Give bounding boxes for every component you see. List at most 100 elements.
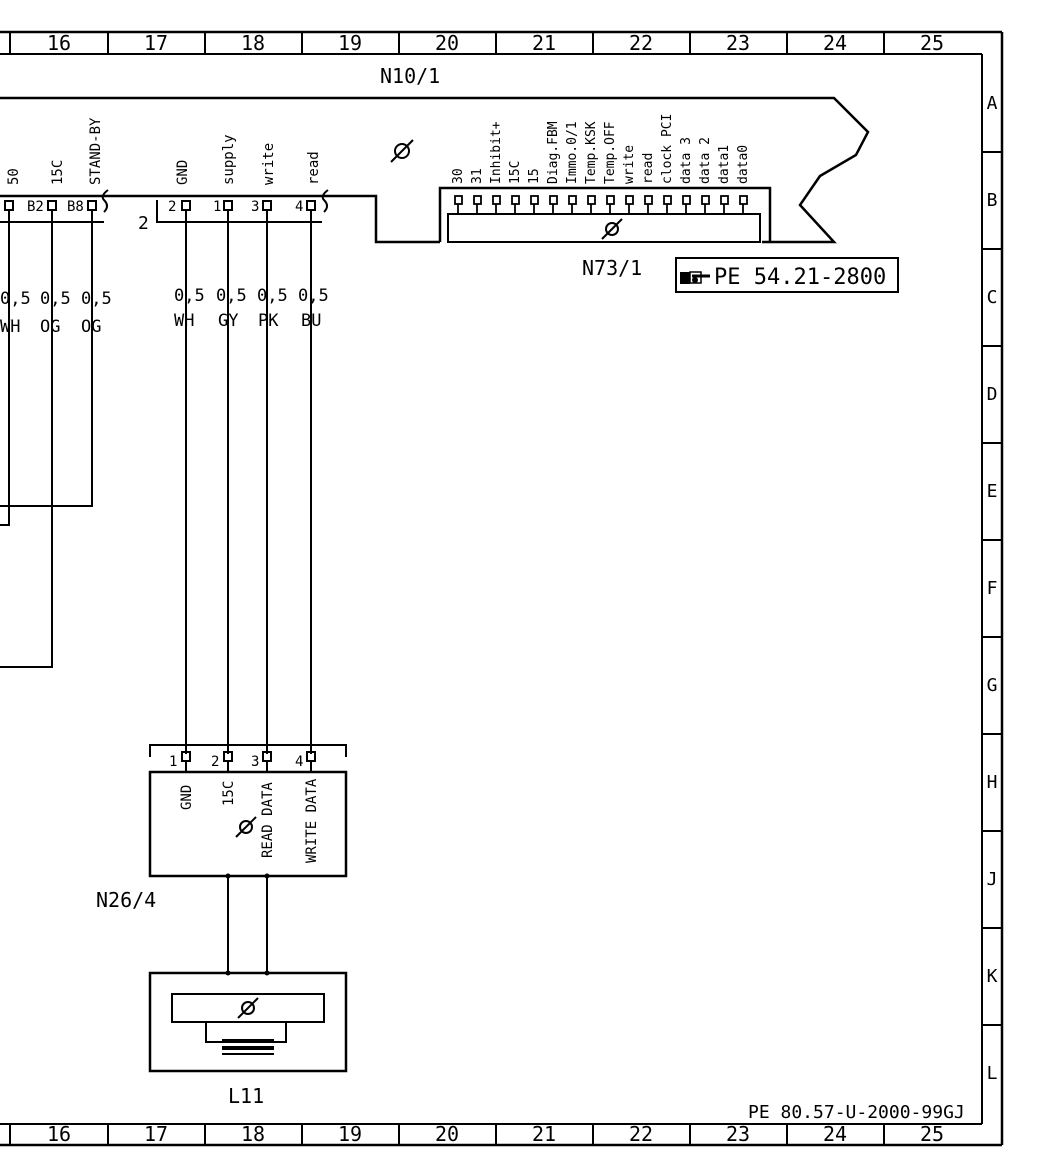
wire-color-left-1: WH bbox=[0, 317, 20, 337]
n73-pin-read: read bbox=[641, 153, 656, 184]
column-label-18-bottom: 18 bbox=[241, 1122, 265, 1146]
column-label-16: 16 bbox=[47, 31, 71, 55]
n73-pin-stub bbox=[568, 195, 577, 205]
column-label-24-bottom: 24 bbox=[823, 1122, 847, 1146]
row-label-c: C bbox=[987, 287, 998, 308]
connector-id-2: 2 bbox=[138, 213, 149, 234]
n73-pin-data-2: data 2 bbox=[698, 137, 713, 184]
n26-pin-number-1: 1 bbox=[169, 754, 177, 770]
column-label-19: 19 bbox=[338, 31, 362, 55]
column-label-24: 24 bbox=[823, 31, 847, 55]
column-label-17-bottom: 17 bbox=[144, 1122, 168, 1146]
n73-pin-inhibit: Inhibit+ bbox=[489, 121, 504, 184]
n73-pin-stub bbox=[587, 195, 596, 205]
wire-size-left-1: 0,5 bbox=[0, 289, 31, 309]
n73-pin-30: 30 bbox=[451, 168, 466, 184]
reference-text: PE 54.21-2800 bbox=[714, 265, 886, 290]
n73-pin-stub bbox=[492, 195, 501, 205]
pin-label-50: 50 bbox=[6, 168, 22, 185]
n26-pin-write-data: WRITE DATA bbox=[304, 778, 320, 863]
n73-pin-diag-fbm: Diag.FBM bbox=[546, 121, 561, 184]
row-label-h: H bbox=[987, 772, 998, 793]
pin-label-write: write bbox=[261, 143, 277, 185]
pointing-hand-icon bbox=[680, 271, 710, 284]
n73-pin-31: 31 bbox=[470, 168, 485, 184]
n73-pin-stub bbox=[739, 195, 748, 205]
pin-label-supply: supply bbox=[221, 134, 237, 185]
row-label-a: A bbox=[987, 93, 998, 114]
n73-pin-stub bbox=[701, 195, 710, 205]
n26-pin-number-3: 3 bbox=[251, 754, 259, 770]
n73-pin-data1: data1 bbox=[717, 145, 732, 184]
wire-color-left-2: OG bbox=[40, 317, 60, 337]
l11-label: L11 bbox=[228, 1084, 264, 1108]
n26-pin-number-4: 4 bbox=[295, 754, 303, 770]
column-label-20-bottom: 20 bbox=[435, 1122, 459, 1146]
column-label-18: 18 bbox=[241, 31, 265, 55]
pin-id-b8: B8 bbox=[67, 199, 84, 215]
wire-color-left-3: OG bbox=[81, 317, 101, 337]
pin-label-read: read bbox=[306, 151, 322, 185]
pin-label-15c: 15C bbox=[50, 160, 66, 185]
n73-pin-stub bbox=[454, 195, 463, 205]
column-label-22-bottom: 22 bbox=[629, 1122, 653, 1146]
wire-size-gnd: 0,5 bbox=[174, 286, 205, 306]
n73-pin-stub bbox=[530, 195, 539, 205]
n26-pin-gnd: GND bbox=[179, 785, 195, 810]
pin-number-1: 1 bbox=[213, 199, 221, 215]
wire-size-read: 0,5 bbox=[298, 286, 329, 306]
row-label-e: E bbox=[987, 481, 998, 502]
right-wires: 0,5 WH 0,5 GY 0,5 PK 0,5 BU bbox=[174, 210, 329, 754]
n73-pin-stub bbox=[549, 195, 558, 205]
pin-id-b2: B2 bbox=[27, 199, 44, 215]
ground-symbol-icon bbox=[237, 997, 259, 1019]
n73-pin-write: write bbox=[622, 145, 637, 184]
antenna-wires bbox=[225, 873, 270, 976]
row-label-b: B bbox=[987, 190, 998, 211]
n73-pin-temp-ksk: Temp.KSK bbox=[584, 121, 599, 184]
wire-color-gy: GY bbox=[218, 311, 238, 331]
column-label-19-bottom: 19 bbox=[338, 1122, 362, 1146]
n73-pin-stub bbox=[644, 195, 653, 205]
wire-size-left-2: 0,5 bbox=[40, 289, 71, 309]
n73-pin-stub bbox=[720, 195, 729, 205]
wire-size-supply: 0,5 bbox=[216, 286, 247, 306]
coil-icon bbox=[222, 1039, 274, 1055]
n26-4-label: N26/4 bbox=[96, 888, 156, 912]
row-label-g: G bbox=[987, 675, 998, 696]
column-label-22: 22 bbox=[629, 31, 653, 55]
n73-pin-temp-off: Temp.OFF bbox=[603, 121, 618, 184]
column-label-25: 25 bbox=[920, 31, 944, 55]
column-label-16-bottom: 16 bbox=[47, 1122, 71, 1146]
n73-pin-15c: 15C bbox=[508, 161, 523, 184]
n73-pin-data-3: data 3 bbox=[679, 137, 694, 184]
n73-pin-stub bbox=[473, 195, 482, 205]
n73-pin-stub bbox=[625, 195, 634, 205]
n73-pin-stub bbox=[606, 195, 615, 205]
drawing-frame: 16 17 18 19 20 21 22 23 24 25 16 17 18 1… bbox=[0, 30, 1004, 1147]
n73-1-component: N73/1 30 31 Inhibit+ 15C 15 Diag.FBM Imm… bbox=[438, 114, 772, 280]
wire-size-write: 0,5 bbox=[257, 286, 288, 306]
left-wires: 0,5 WH 0,5 OG 0,5 OG bbox=[0, 210, 112, 668]
n73-pin-clock-pci: clock PCI bbox=[660, 114, 675, 184]
column-label-23-bottom: 23 bbox=[726, 1122, 750, 1146]
column-label-17: 17 bbox=[144, 31, 168, 55]
ground-symbol-icon bbox=[390, 139, 414, 163]
pin-number-3: 3 bbox=[251, 199, 259, 215]
row-label-k: K bbox=[987, 966, 998, 987]
n73-pin-stub bbox=[511, 195, 520, 205]
row-label-l: L bbox=[987, 1063, 998, 1084]
column-label-23: 23 bbox=[726, 31, 750, 55]
n73-pin-stub bbox=[682, 195, 691, 205]
n26-pin-read-data: READ DATA bbox=[260, 782, 276, 858]
n26-pin-15c: 15C bbox=[221, 781, 237, 806]
reference-box[interactable]: PE 54.21-2800 bbox=[675, 257, 899, 293]
column-label-25-bottom: 25 bbox=[920, 1122, 944, 1146]
n73-pin-immo: Immo.0/1 bbox=[565, 121, 580, 184]
n10-1-label: N10/1 bbox=[380, 64, 440, 88]
row-label-f: F bbox=[987, 578, 998, 599]
pin-number-4: 4 bbox=[295, 199, 303, 215]
wire-color-pk: PK bbox=[258, 311, 279, 331]
column-label-21: 21 bbox=[532, 31, 556, 55]
